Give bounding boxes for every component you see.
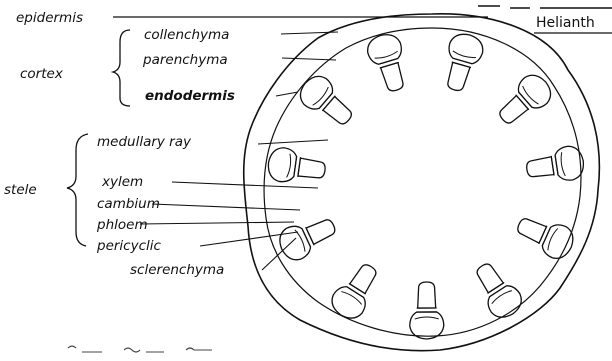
label-sclerenchyma: sclerenchyma: [130, 262, 224, 278]
leader-phloem: [140, 222, 294, 224]
vascular-bundle: [364, 31, 413, 95]
stele-brace: [67, 134, 88, 246]
vascular-bundle: [438, 30, 486, 94]
vascular-bundle: [467, 257, 527, 323]
label-stele: stele: [4, 182, 37, 198]
vascular-bundle: [266, 146, 327, 188]
label-cambium: cambium: [97, 196, 160, 212]
vascular-bundle: [294, 70, 359, 133]
leader-parenchyma: [282, 58, 336, 60]
label-epidermis: epidermis: [16, 10, 83, 26]
cortex-inner-outline: [264, 28, 581, 336]
bottom-edge-marks: [68, 346, 212, 352]
leader-medullary-ray: [258, 140, 328, 144]
label-pericyclic: pericyclic: [96, 238, 162, 254]
label-phloem: phloem: [96, 217, 148, 233]
label-xylem: xylem: [101, 174, 143, 190]
vascular-bundle: [410, 282, 444, 339]
vascular-bundle: [326, 258, 385, 324]
epidermis-outline: [244, 14, 600, 351]
label-endodermis: endodermis: [145, 88, 235, 104]
label-medullary-ray: medullary ray: [97, 134, 192, 150]
vascular-bundle-ring: [266, 30, 586, 339]
leader-cambium: [152, 204, 300, 210]
label-parenchyma: parenchyma: [142, 52, 228, 68]
leader-sclerenchyma: [262, 238, 296, 270]
top-heading-fragment: [478, 6, 612, 8]
vascular-bundle: [492, 69, 557, 132]
vascular-bundle: [275, 210, 341, 265]
specimen-label: Helianth: [536, 15, 595, 31]
vascular-bundle: [512, 209, 578, 263]
vascular-bundle: [524, 144, 585, 186]
label-collenchyma: collenchyma: [144, 27, 229, 43]
cortex-brace: [113, 30, 130, 106]
label-cortex: cortex: [20, 66, 64, 82]
